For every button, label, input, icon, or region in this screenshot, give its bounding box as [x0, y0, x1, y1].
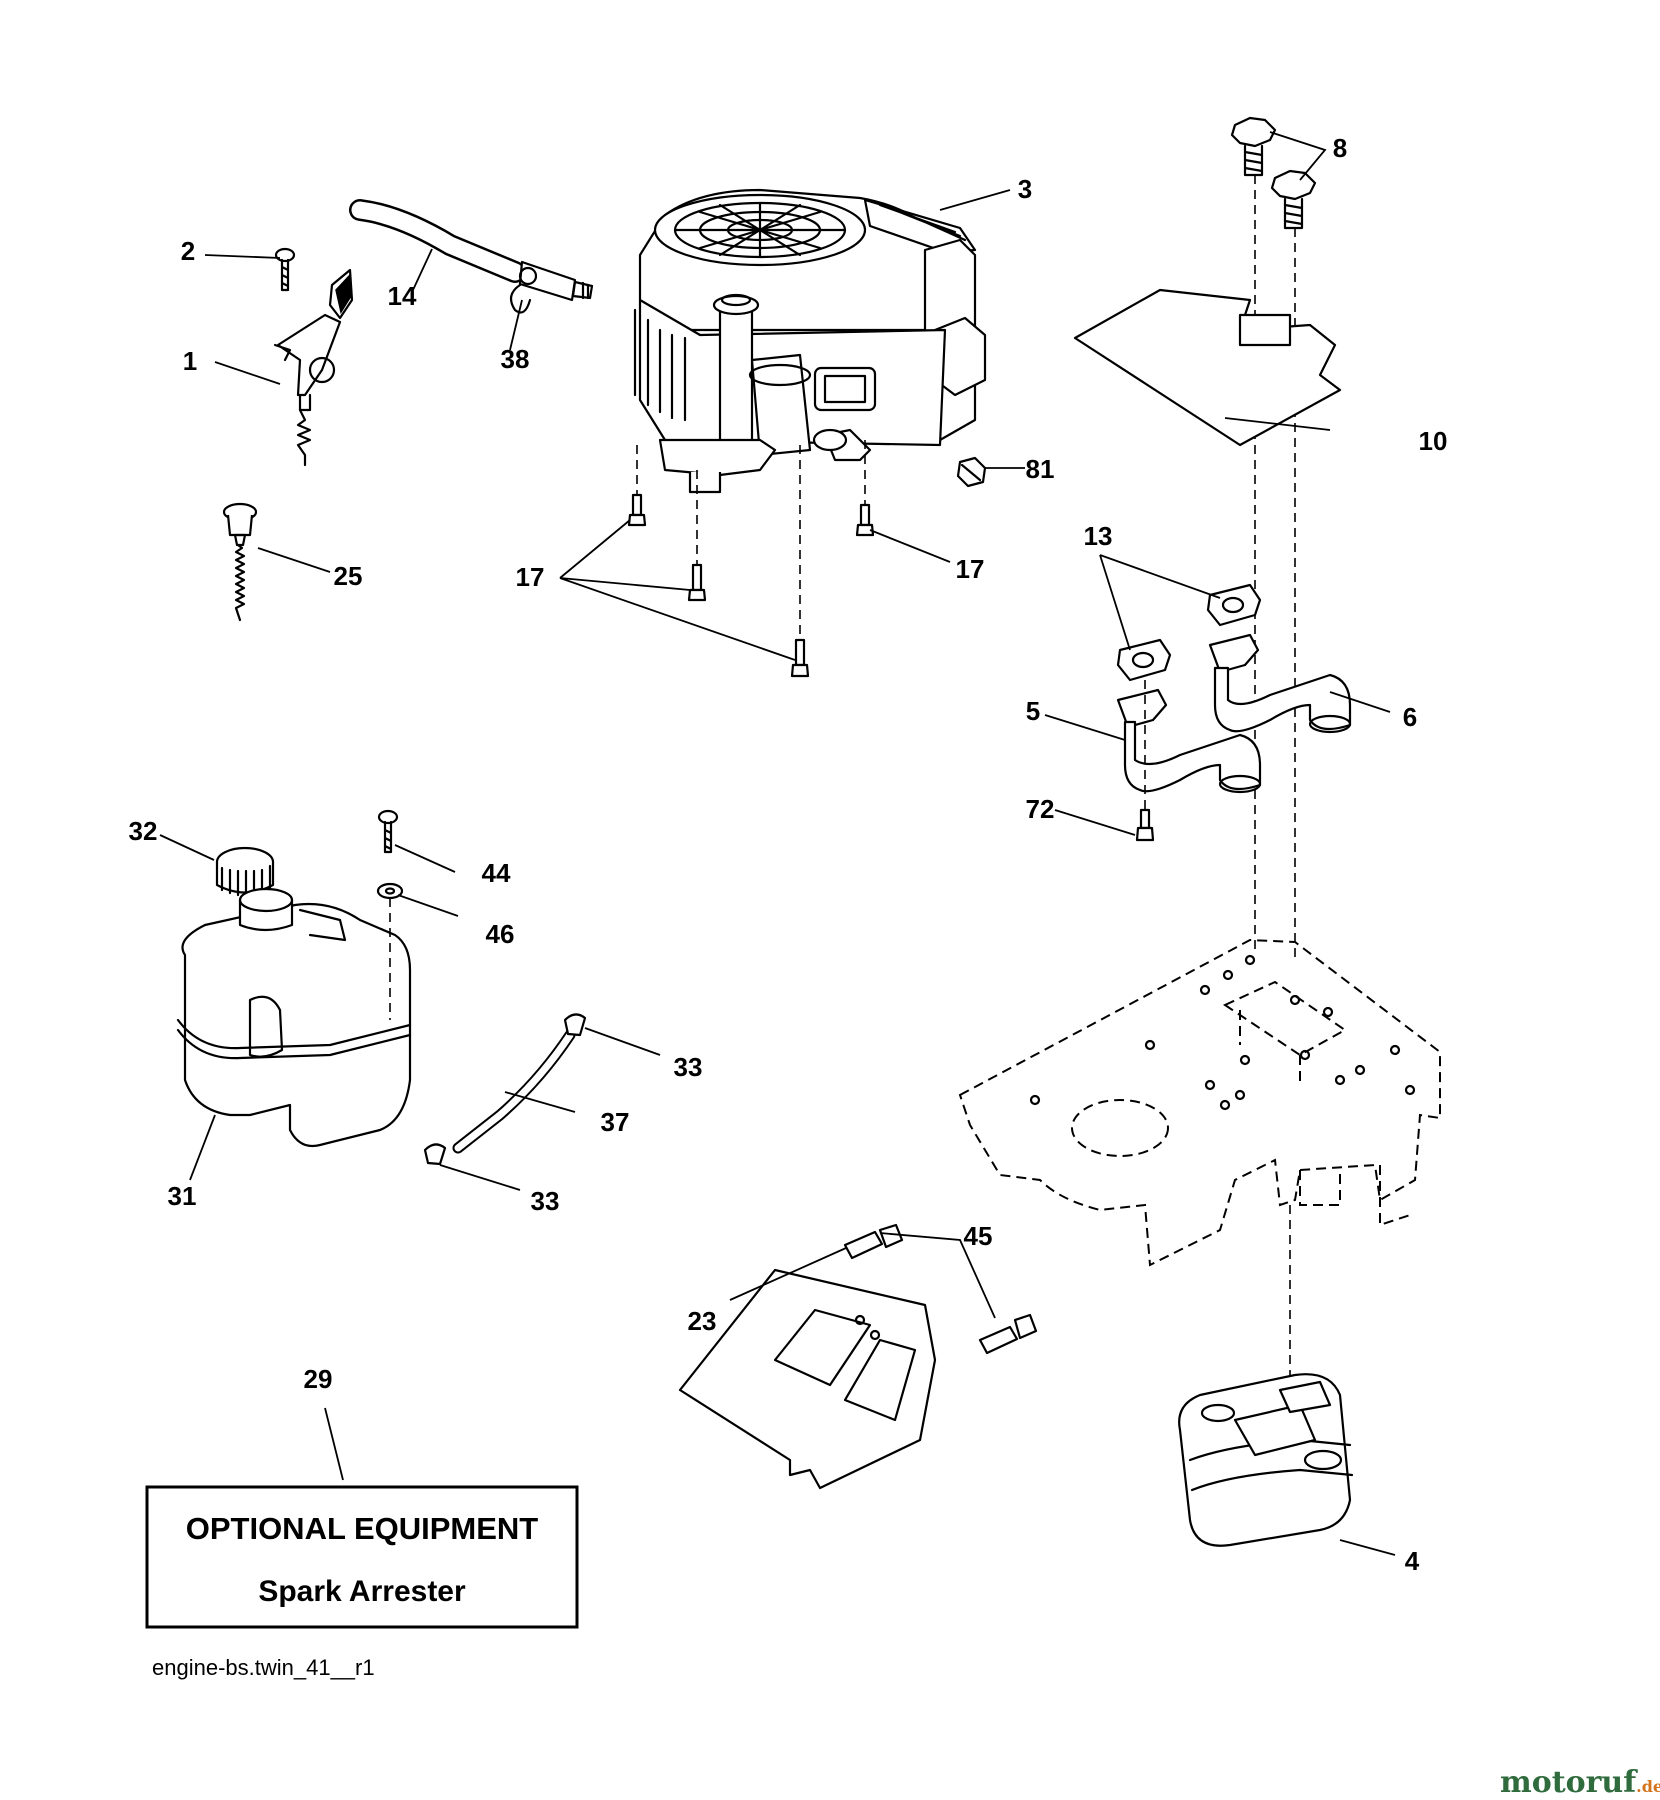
callout-13: 13	[1084, 521, 1113, 551]
callout-23: 23	[688, 1306, 717, 1336]
callout-37: 37	[601, 1107, 630, 1137]
frame-outline	[958, 938, 1441, 1267]
fuel-cap	[215, 846, 275, 897]
screw-2	[274, 247, 296, 292]
gaskets-13	[1116, 583, 1262, 682]
callout-2: 2	[181, 236, 195, 266]
bolt-72	[1135, 680, 1155, 842]
callout-5: 5	[1026, 696, 1040, 726]
fuel-line	[349, 199, 526, 283]
callout-10: 10	[1419, 426, 1448, 456]
callout-38: 38	[501, 344, 530, 374]
knob-25	[222, 502, 258, 622]
callout-44: 44	[482, 858, 511, 888]
callout-17-left: 17	[516, 562, 545, 592]
throttle-control	[273, 268, 354, 467]
watermark-main: motoruf	[1500, 1765, 1638, 1800]
optional-equipment-title: OPTIONAL EQUIPMENT	[186, 1511, 539, 1546]
callout-25: 25	[334, 561, 363, 591]
callouts: 1 2 3 4 5 6 8 10 13 14 17 17 23 25 29 31…	[129, 133, 1448, 1576]
callout-14: 14	[388, 281, 417, 311]
optional-equipment-box: OPTIONAL EQUIPMENT Spark Arrester	[145, 1485, 579, 1629]
callout-81: 81	[1026, 454, 1055, 484]
callout-3: 3	[1018, 174, 1032, 204]
deflector	[678, 1268, 937, 1490]
watermark-suffix: .de	[1636, 1777, 1660, 1796]
file-reference: engine-bs.twin_41__r1	[152, 1655, 375, 1680]
engine-bolts	[627, 440, 875, 678]
nut-81	[956, 456, 987, 488]
watermark-logo: motoruf.de	[1500, 1765, 1660, 1800]
bolt-17c	[790, 638, 810, 678]
fuel-hose	[452, 1029, 576, 1154]
leader-lines	[159, 131, 1396, 1556]
callout-29: 29	[304, 1364, 333, 1394]
bolt-17b	[687, 563, 707, 602]
spark-arrester-label: Spark Arrester	[258, 1575, 466, 1608]
heat-shield	[1073, 288, 1342, 447]
bolt-17d	[855, 503, 875, 537]
washer-46	[376, 882, 404, 1020]
callout-33-top: 33	[674, 1052, 703, 1082]
engine-assembly	[633, 188, 987, 494]
callout-6: 6	[1403, 702, 1417, 732]
exhaust-pipe-6	[1208, 633, 1352, 734]
callout-8: 8	[1333, 133, 1347, 163]
fuel-tank	[176, 887, 412, 1148]
screws-45	[843, 1223, 1038, 1355]
svg-text:motoruf.de: motoruf.de	[1500, 1765, 1660, 1800]
muffler	[1178, 1205, 1354, 1547]
callout-72: 72	[1026, 794, 1055, 824]
callout-17-right: 17	[956, 554, 985, 584]
frame-holes	[1029, 954, 1416, 1111]
fuel-filter	[509, 260, 594, 314]
screw-44	[377, 809, 399, 854]
screws-8	[1230, 116, 1317, 960]
callout-33-bottom: 33	[531, 1186, 560, 1216]
bolt-17a	[627, 493, 647, 527]
clamps-33	[423, 1013, 587, 1166]
callout-31: 31	[168, 1181, 197, 1211]
callout-1: 1	[183, 346, 197, 376]
callout-4: 4	[1405, 1546, 1420, 1576]
callout-45: 45	[964, 1221, 993, 1251]
callout-46: 46	[486, 919, 515, 949]
exhaust-pipe-5	[1116, 688, 1262, 794]
callout-32: 32	[129, 816, 158, 846]
